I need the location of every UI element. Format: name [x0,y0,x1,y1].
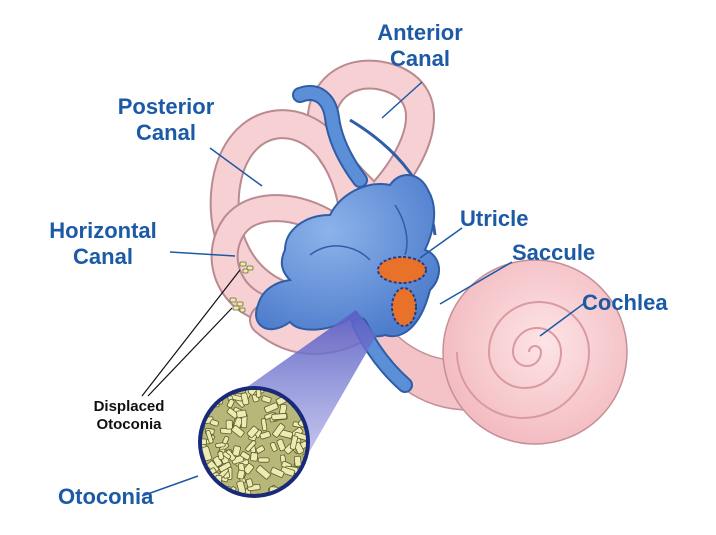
posterior-canal-label: Posterior Canal [96,94,236,146]
otoconia-crystal [203,390,213,398]
otoconia-crystal [209,419,220,427]
otoconia-crystal [204,396,213,406]
otoconia-crystal [202,390,213,397]
utricle-label: Utricle [460,206,529,231]
otoconia-crystal [257,457,270,463]
otoconia-crystal [289,435,299,450]
otoconia-crystal [215,442,226,448]
leader-lines [141,81,587,497]
otoconia-crystal [269,441,278,452]
otoconia-crystal [205,429,214,444]
otoconia-crystal [209,390,215,395]
saccule-macula [391,287,417,327]
otoconia-crystal [264,402,279,414]
otoconia-crystal [212,390,221,393]
otoconia-crystal [245,478,254,488]
vestibule-shape [255,85,440,393]
horizontal-canal-label-line2: Canal [73,244,133,269]
otoconia-crystal [236,469,246,480]
otoconia-crystal [202,438,207,446]
otoconia-crystal [255,465,271,480]
otoconia-crystal [255,390,262,398]
otoconia-crystal [272,423,286,438]
anterior-canal-label: Anterior Canal [360,20,480,72]
otoconia-crystal [232,445,241,457]
displaced-otoconia-cluster [229,261,254,313]
otoconia-crystal-icon [202,390,306,494]
otoconia-crystal [209,490,219,494]
otoconia-zoom-circle [198,386,310,498]
otoconia-crystal [276,438,286,452]
horizontal-canal-label: Horizontal Canal [28,218,178,270]
otoconia-crystal [202,395,205,406]
utricle-macula [377,256,427,284]
saccule-label: Saccule [512,240,596,265]
otoconia-crystal [226,398,235,409]
otoconia-crystal [240,392,250,406]
otoconia-crystal [250,452,259,462]
otoconia-label: Otoconia [58,484,154,509]
otoconia-crystal [247,390,260,396]
otoconia-crystal [218,461,232,472]
otoconia-crystal [202,422,206,431]
otoconia-crystal [260,418,268,432]
otoconia-crystal [255,445,265,454]
horizontal-canal-label-line1: Horizontal [49,218,157,243]
anterior-canal-label-line2: Canal [390,46,450,71]
otoconia-crystal [222,435,230,445]
otoconia-crystal [261,395,272,404]
displaced-otoconia-label-line2: Otoconia [96,416,162,433]
displaced-otoconia-label: Displaced Otoconia [74,398,184,434]
posterior-canal-label-line2: Canal [136,120,196,145]
posterior-canal-label-line1: Posterior [117,94,215,119]
otoconia-crystal [245,440,257,452]
otoconia-crystal [240,451,251,461]
otoconia-crystal [231,425,245,438]
anterior-canal-label-line1: Anterior [377,20,463,45]
otoconia-crystal [225,419,233,430]
cochlea-label: Cochlea [582,290,668,315]
otoconia-pointer-lines [141,269,241,397]
otoconia-crystal [282,492,290,494]
otoconia-crystal [300,482,306,494]
displaced-otoconia-label-line1: Displaced [93,398,165,415]
otoconia-crystal [222,451,232,460]
otoconia-crystal [243,463,255,475]
otoconia-crystal [294,431,306,441]
otoconia-crystal [293,455,302,467]
otoconia-crystal [271,413,288,421]
otoconia-crystal [236,409,247,419]
otoconia-crystal [280,466,296,477]
otoconia-crystal [259,431,271,440]
otoconia-crystal [246,425,259,438]
otoconia-crystal [270,467,285,478]
